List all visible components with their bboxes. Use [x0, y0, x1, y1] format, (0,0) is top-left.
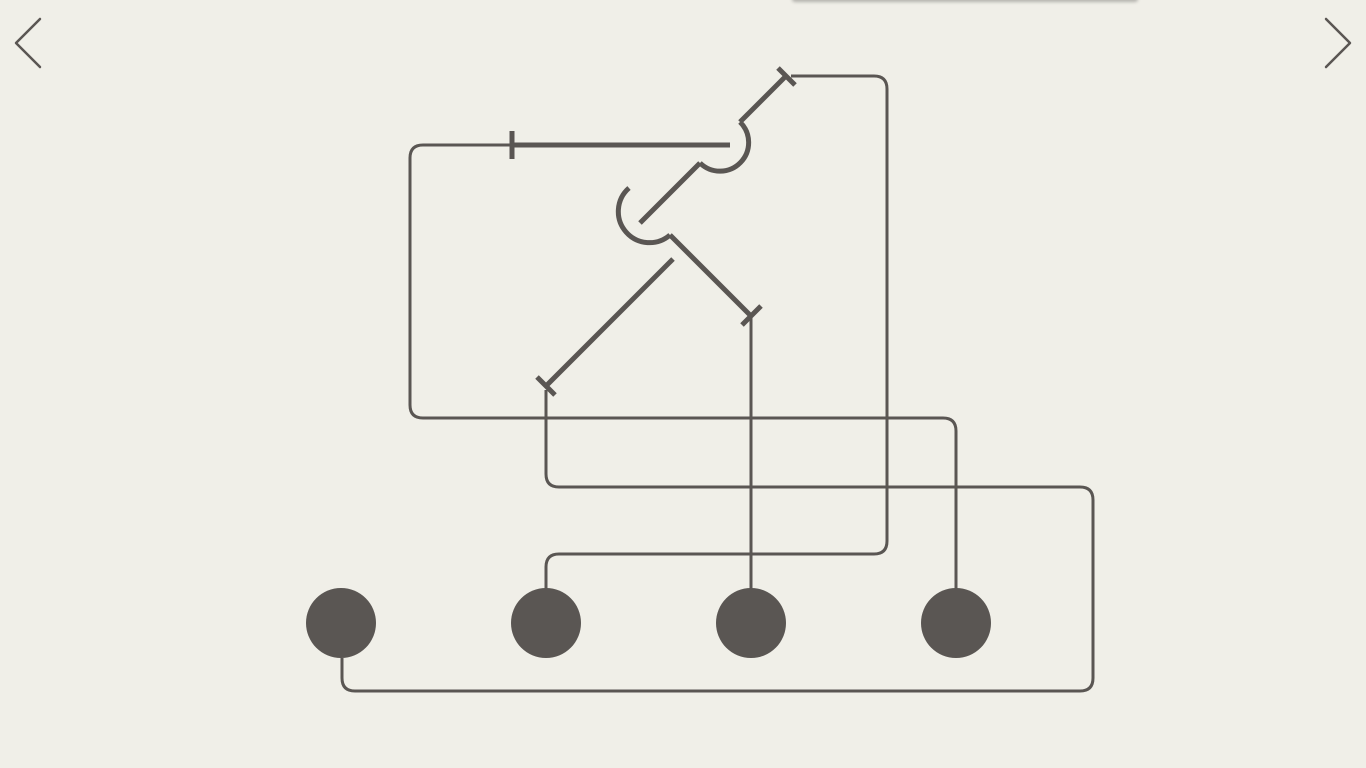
- chevron-left-icon: [14, 17, 42, 69]
- wire-node4: [408, 143, 958, 590]
- switch-center-arc: [615, 186, 672, 246]
- previous-level-button[interactable]: [8, 14, 48, 72]
- next-level-button[interactable]: [1318, 14, 1358, 72]
- wire-node2: [544, 74, 889, 590]
- node-4[interactable]: [921, 588, 991, 658]
- arm-lower-right: [668, 233, 753, 318]
- arm-top-right: [738, 74, 788, 124]
- arm-lower-left: [544, 257, 675, 388]
- node-1[interactable]: [306, 588, 376, 658]
- node-3[interactable]: [716, 588, 786, 658]
- wire-node1: [340, 390, 1095, 693]
- switch-top-right-arc: [698, 120, 752, 174]
- node-2[interactable]: [511, 588, 581, 658]
- terminal-lower-left: [535, 375, 557, 397]
- terminal-top-right: [776, 66, 797, 87]
- terminal-lower-right: [740, 304, 763, 327]
- chevron-right-icon: [1324, 17, 1352, 69]
- arm-top-right-lower: [638, 161, 702, 225]
